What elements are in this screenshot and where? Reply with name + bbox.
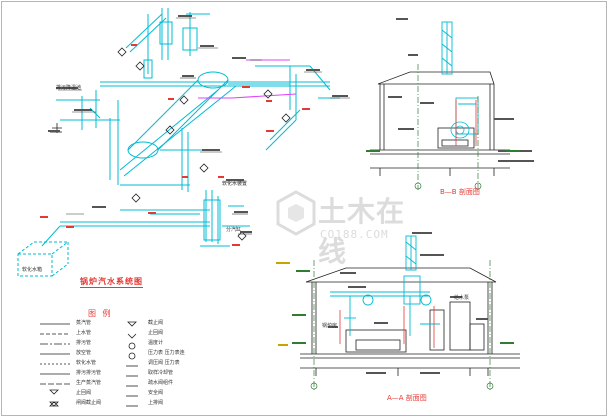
legend-symbols <box>40 321 138 407</box>
callout-softener: 软化水装置 <box>222 181 248 187</box>
legend-label: 软化水管 <box>76 360 97 366</box>
legend-label: 疏水阀组件 <box>148 380 174 386</box>
watermark-logo-icon <box>276 190 316 236</box>
annotation-text-marks <box>48 15 348 233</box>
legend-label: 排污排污管 <box>76 370 102 376</box>
watermark-sub-text: CO188.COM <box>320 228 389 241</box>
callout-pump: 给水泵 <box>454 295 470 301</box>
legend-label: 止回阀 <box>148 330 164 336</box>
watermark: 土木在线 CO188.COM <box>276 190 426 268</box>
legend-label: 生产蒸汽管 <box>76 380 102 386</box>
legend-label: 调压阀 压力表 <box>148 360 180 366</box>
legend-label: 排污管 <box>76 340 92 346</box>
callout-cylinder: 分汽缸 <box>226 227 242 233</box>
callout-water-tank: 软化水箱 <box>22 267 43 273</box>
legend-label: 安全阀 <box>148 390 164 396</box>
legend-label: 温度计 <box>148 340 164 346</box>
annotation-leaders <box>58 17 350 235</box>
legend-label: 放空管 <box>76 350 92 356</box>
legend-label: 取样冷却管 <box>148 370 174 376</box>
legend-label: 蒸汽管 <box>76 320 92 326</box>
legend-label: 止回阀 <box>76 390 92 396</box>
section-bb-title: B—B 剖面图 <box>440 188 480 196</box>
legend-label: 上水管 <box>76 330 92 336</box>
valve-symbols <box>50 47 291 241</box>
watermark-main-text: 土木在线 <box>318 195 406 268</box>
system-diagram-title: 锅炉汽水系统图 <box>80 277 143 288</box>
legend-right-labels: 截止阀 止回阀 温度计 压力表 压力表连 调压阀 压力表 取样冷却管 疏水阀组件… <box>148 319 185 409</box>
callout-drain-tank: 排污降温池 <box>56 85 82 91</box>
legend-label: 压力表 压力表连 <box>148 350 185 356</box>
section-aa-title: A—A 剖面图 <box>387 394 427 402</box>
section-aa <box>276 232 520 390</box>
callout-boiler: 锅炉房 <box>322 323 338 329</box>
legend-label: 上排阀 <box>148 400 164 406</box>
legend-label: 截止阀 <box>148 320 164 326</box>
red-size-tags <box>40 44 310 246</box>
legend-label: 闸阀截止阀 <box>76 400 102 406</box>
section-bb <box>366 18 534 190</box>
legend-left-labels: 蒸汽管 上水管 排污管 放空管 软化水管 排污排污管 生产蒸汽管 止回阀 闸阀截… <box>76 319 101 409</box>
legend-title: 图 例 <box>88 309 113 318</box>
